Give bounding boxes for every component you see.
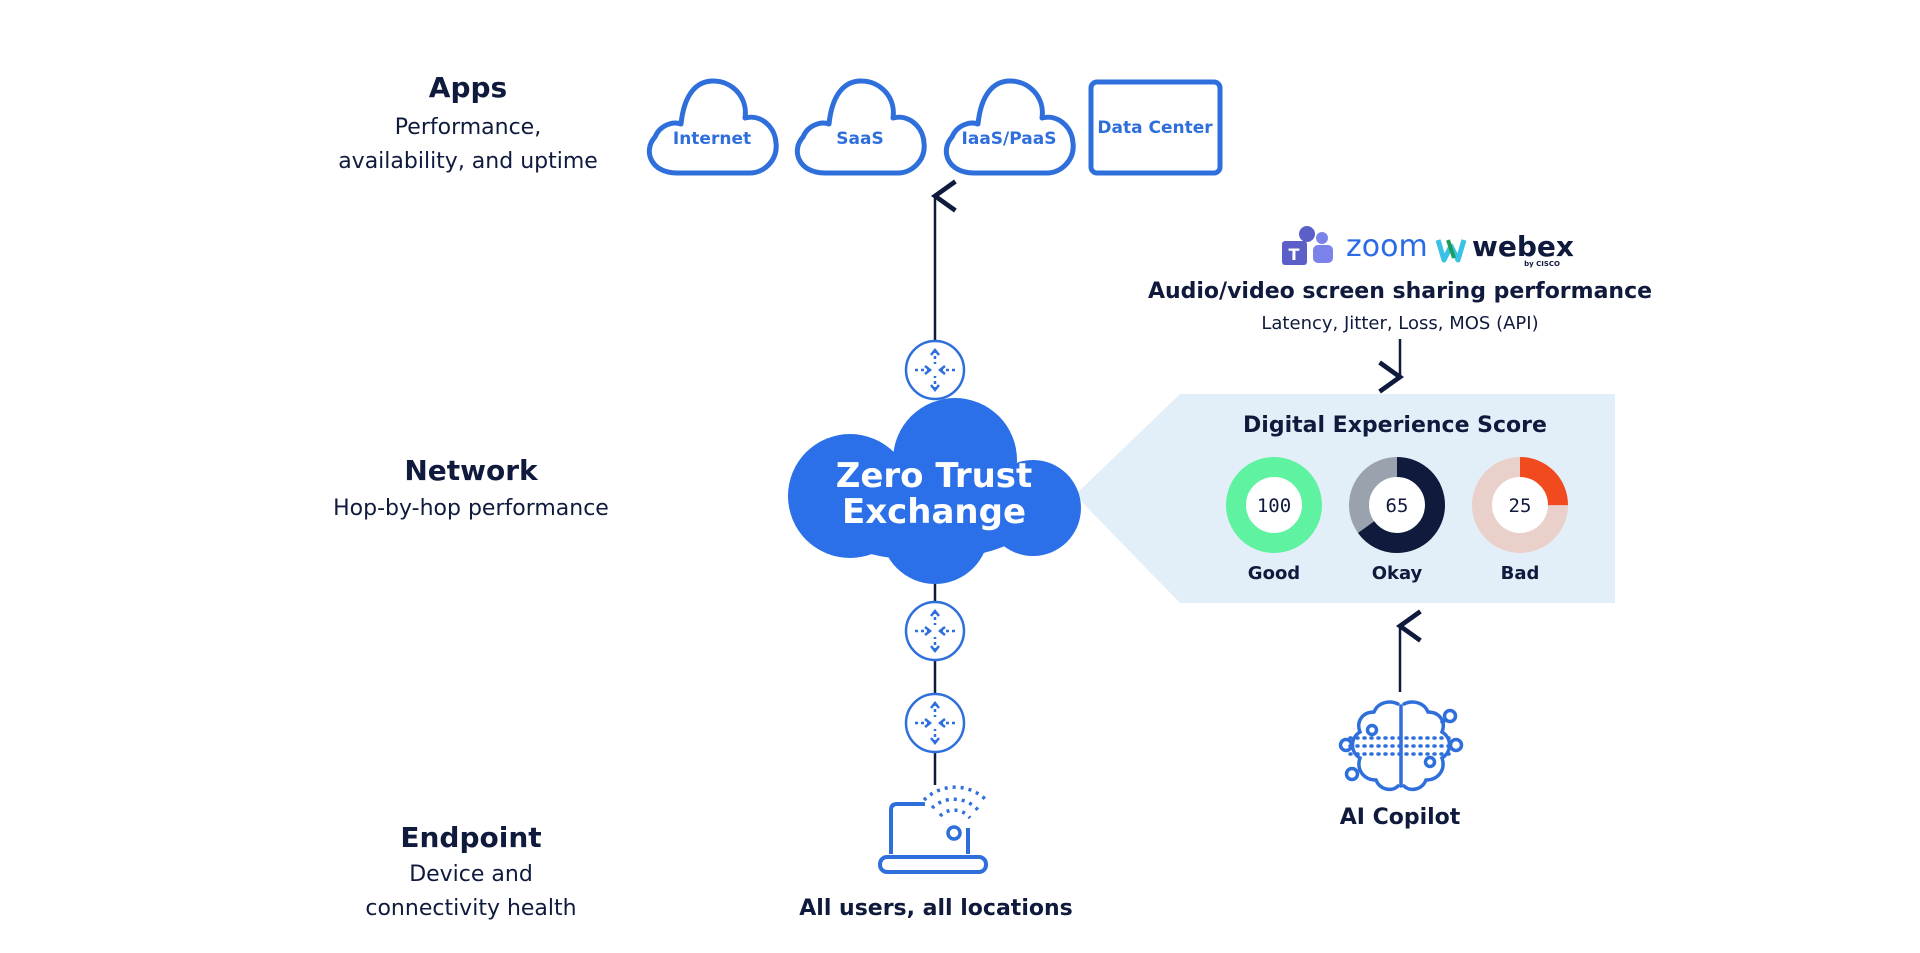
gauge-track: [1226, 457, 1322, 553]
collab-subtitle: Latency, Jitter, Loss, MOS (API): [1261, 313, 1538, 334]
cloud-outline-icon: [646, 78, 779, 176]
apps-desc-line1: Performance,: [395, 115, 541, 140]
webex-icon: [1435, 239, 1467, 263]
gauge-label: Okay: [1372, 563, 1423, 584]
brain-icon: [1338, 700, 1464, 792]
router-icon: [904, 600, 966, 662]
destination-iaas-paas: IaaS/PaaS: [943, 78, 1076, 176]
webex-logo: webex: [1472, 230, 1574, 263]
zte-title-line2: Exchange: [842, 492, 1026, 532]
router-icon: [904, 339, 966, 401]
gauge-arc: [1472, 457, 1568, 553]
router-icon: [904, 692, 966, 754]
zoom-logo: zoom: [1346, 229, 1428, 264]
teams-icon: T: [1282, 226, 1333, 265]
webex-by-cisco: by CISCO: [1524, 260, 1560, 268]
cloud-outline-icon: [943, 78, 1076, 176]
score-panel-background: [1075, 394, 1615, 603]
ai-copilot-label: AI Copilot: [1340, 805, 1461, 830]
gauge-label: Bad: [1501, 563, 1540, 584]
destination-saas: SaaS: [794, 78, 927, 176]
destination-data-center: Data Center: [1088, 79, 1223, 176]
gauge-arc: [1349, 457, 1445, 553]
collab-title: Audio/video screen sharing performance: [1148, 279, 1652, 304]
gauge-value: 65: [1386, 495, 1409, 517]
endpoint-title: Endpoint: [400, 821, 541, 854]
score-title: Digital Experience Score: [1243, 413, 1547, 438]
laptop-icon: [878, 785, 990, 874]
gauge-value: 25: [1509, 495, 1532, 517]
network-desc: Hop-by-hop performance: [333, 496, 609, 521]
zte-title-line1: Zero Trust: [836, 456, 1033, 496]
cloud-outline-icon: [794, 78, 927, 176]
endpoint-desc-line2: connectivity health: [365, 896, 576, 921]
zte-cloud-shape: [788, 398, 1081, 584]
endpoint-desc-line1: Device and: [409, 862, 533, 887]
svg-text:T: T: [1289, 245, 1300, 264]
destination-label: Internet: [673, 129, 751, 149]
apps-desc-line2: availability, and uptime: [338, 149, 598, 174]
gauge-value: 100: [1257, 495, 1291, 517]
destination-label: Data Center: [1097, 118, 1213, 138]
destination-internet: Internet: [646, 78, 779, 176]
destination-label: SaaS: [836, 129, 883, 149]
destination-label: IaaS/PaaS: [962, 129, 1057, 149]
zero-trust-exchange: Zero Trust Exchange: [788, 398, 1081, 584]
apps-title: Apps: [429, 71, 507, 104]
data-center-box: [1088, 79, 1223, 176]
users-label: All users, all locations: [799, 896, 1072, 921]
gauge-label: Good: [1248, 563, 1300, 584]
network-title: Network: [404, 454, 539, 487]
